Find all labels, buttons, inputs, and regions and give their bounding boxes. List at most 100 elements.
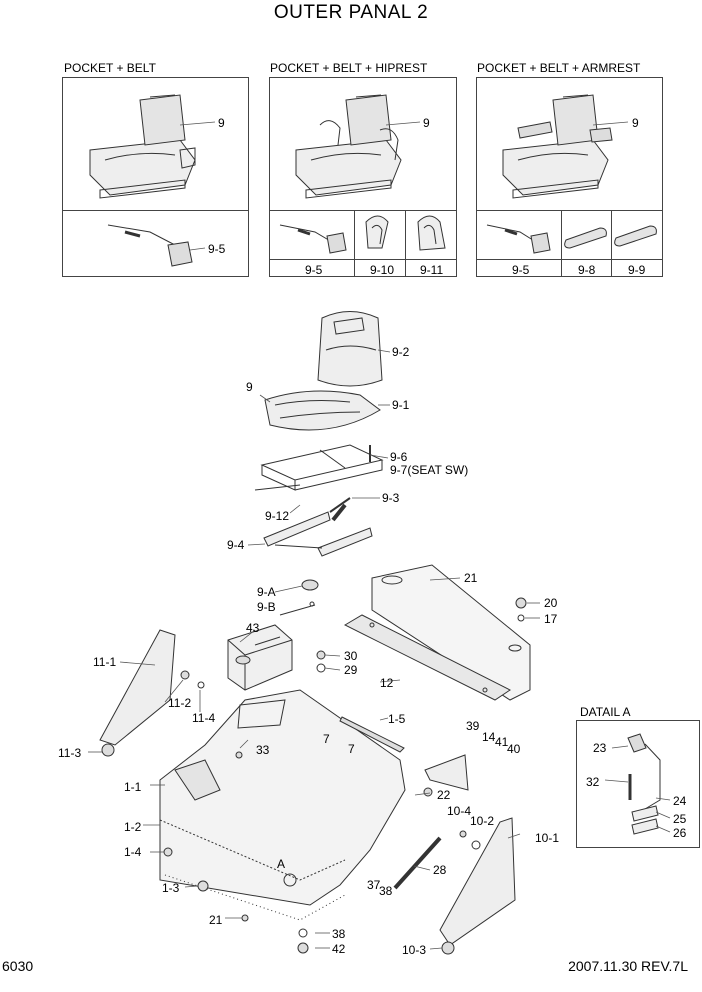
callout-9-6: 9-6 (390, 450, 408, 464)
rear-tray (371, 564, 531, 701)
callout-21-bolt: 21 (209, 913, 223, 927)
callout-variant-2-part-1: 9-5 (305, 263, 323, 277)
fastener-17 (517, 614, 525, 622)
detail-callout-32: 32 (586, 775, 600, 789)
callout-9-7-seat-sw: 9-7(SEAT SW) (390, 463, 469, 477)
variant-label-3: POCKET + BELT + ARMREST (477, 61, 641, 75)
fastener-22 (423, 787, 433, 797)
seat-thumbnail-2 (295, 94, 402, 199)
callout-21-tray: 21 (464, 571, 478, 585)
fastener-10-2 (471, 840, 481, 850)
callout-9-1: 9-1 (392, 398, 410, 412)
callout-variant-2-part-3: 9-11 (420, 263, 444, 277)
callout-variant-1-part-1: 9-5 (208, 242, 226, 256)
detail-callout-25: 25 (673, 812, 687, 826)
hiprest-left-thumbnail (365, 215, 389, 249)
callout-11-2: 11-2 (168, 696, 192, 710)
callout-variant-2-part-2: 9-10 (370, 263, 395, 277)
variant-panel-3-col-divider-1 (561, 210, 562, 277)
page-number: 6030 (2, 958, 34, 974)
main-body-panel (159, 689, 406, 921)
callout-variant-1-seat: 9 (218, 116, 225, 130)
variant-panel-2-col-divider-2 (405, 210, 406, 277)
callout-1-4: 1-4 (124, 845, 142, 859)
callout-10-4: 10-4 (447, 804, 472, 818)
callout-28: 28 (433, 863, 447, 877)
left-side-panel (99, 629, 176, 757)
hinge-bracket (424, 754, 469, 791)
callout-9: 9 (246, 380, 253, 394)
detail-callout-24: 24 (673, 794, 687, 808)
detail-a-label: DATAIL A (580, 705, 631, 719)
right-side-panel (439, 817, 516, 955)
callout-variant-3-part-2: 9-8 (578, 263, 596, 277)
fastener-1-3 (197, 880, 209, 892)
callout-20: 20 (544, 596, 558, 610)
fastener-42 (297, 942, 309, 954)
callout-12: 12 (380, 676, 394, 690)
variant-panel-2 (269, 77, 457, 277)
callout-1-2: 1-2 (124, 820, 142, 834)
callout-38-a: 38 (379, 884, 393, 898)
fastener-30 (316, 650, 326, 660)
belt-thumbnail-2 (279, 224, 347, 254)
detail-a-box (576, 720, 700, 848)
callout-33: 33 (256, 743, 270, 757)
callout-29: 29 (344, 663, 358, 677)
callout-7-b: 7 (348, 742, 355, 756)
fastener-11-2 (180, 670, 190, 680)
variant-panel-3-label-divider (476, 259, 663, 260)
variant-panel-1-divider (62, 210, 249, 211)
callout-detail-a-marker: A (277, 857, 286, 871)
slide-rails (263, 497, 373, 557)
callout-10-2: 10-2 (470, 814, 495, 828)
belt-thumbnail-3 (486, 224, 551, 254)
variant-panel-2-divider (269, 210, 457, 211)
variant-label-2: POCKET + BELT + HIPREST (270, 61, 428, 75)
callout-11-4: 11-4 (192, 711, 216, 725)
variant-panel-3-col-divider-2 (611, 210, 612, 277)
detail-a-drawing (627, 733, 661, 835)
callout-1-5: 1-5 (388, 712, 406, 726)
callout-14: 14 (482, 730, 496, 744)
armrest-left-thumbnail (564, 227, 607, 249)
date-revision: 2007.11.30 REV.7L (568, 958, 688, 974)
callout-10-3: 10-3 (402, 943, 427, 957)
callout-17: 17 (544, 612, 558, 626)
fastener-11-4 (197, 681, 205, 689)
belt-thumbnail-1 (107, 224, 193, 267)
callout-10-1: 10-1 (535, 831, 560, 845)
variant-panel-1 (62, 77, 249, 277)
callout-1-1: 1-1 (124, 780, 142, 794)
hiprest-right-thumbnail (417, 215, 446, 251)
detail-callout-26: 26 (673, 826, 687, 840)
callout-42: 42 (332, 942, 346, 956)
variant-panel-2-col-divider-1 (354, 210, 355, 277)
callout-9-a: 9-A (257, 585, 276, 599)
fastener-10-4 (459, 830, 467, 838)
callout-22: 22 (437, 788, 451, 802)
callout-30: 30 (344, 649, 358, 663)
seat-switch-grommet (279, 579, 319, 616)
page-title: OUTER PANAL 2 (273, 2, 429, 23)
callout-11-3: 11-3 (58, 746, 82, 760)
callout-1-3: 1-3 (162, 881, 180, 895)
fastener-20 (515, 597, 527, 609)
callout-43: 43 (246, 621, 260, 635)
fastener-1-4 (163, 847, 173, 857)
fastener-38b (298, 928, 308, 938)
callout-variant-2-seat: 9 (423, 116, 430, 130)
variant-label-1: POCKET + BELT (64, 61, 156, 75)
backrest (317, 311, 383, 387)
gas-strut (393, 836, 442, 890)
seat-thumbnail-3 (502, 94, 613, 199)
armrest-right-thumbnail (614, 225, 657, 247)
seat-frame (254, 444, 384, 491)
callout-variant-3-part-1: 9-5 (512, 263, 530, 277)
callout-41: 41 (495, 735, 509, 749)
callout-variant-3-seat: 9 (632, 116, 639, 130)
detail-callout-23: 23 (593, 741, 607, 755)
rear-rail (343, 614, 511, 701)
callout-variant-3-part-3: 9-9 (628, 263, 646, 277)
callout-7-a: 7 (323, 732, 330, 746)
